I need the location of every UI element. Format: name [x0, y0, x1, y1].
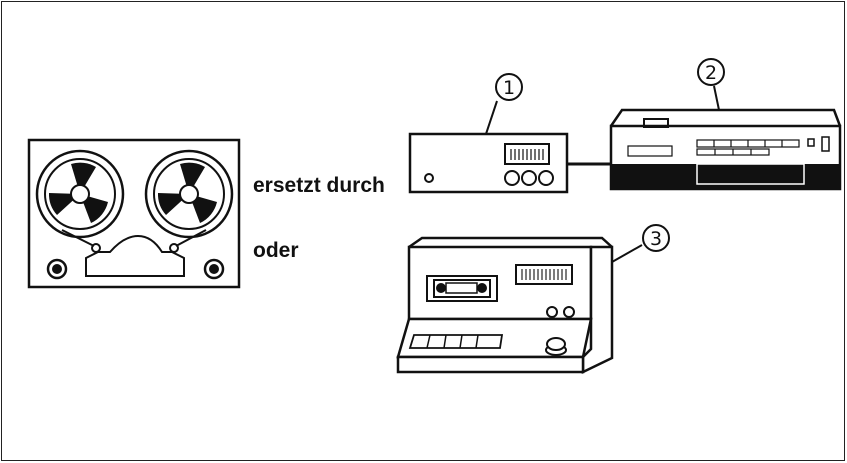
right-knob [203, 258, 225, 280]
device-3-console [396, 236, 643, 374]
callout-2-leader [713, 85, 720, 111]
callout-1-number: 1 [503, 77, 515, 99]
device-2-cassette-deck [609, 85, 842, 191]
callout-3-number: 3 [650, 228, 662, 250]
or-label: oder [253, 239, 299, 262]
reel-to-reel-tape-recorder [27, 138, 241, 289]
tape-head-cover [61, 229, 207, 277]
left-tape-reel [35, 149, 125, 239]
device-1-tuner [408, 100, 611, 194]
callout-3: 3 [642, 224, 670, 252]
left-knob [46, 258, 68, 280]
replaced-by-label: ersetzt durch [253, 174, 385, 197]
callout-1-leader [485, 100, 498, 135]
right-tape-reel [144, 149, 234, 239]
callout-2: 2 [697, 58, 725, 86]
callout-1: 1 [495, 73, 523, 101]
callout-2-number: 2 [705, 62, 717, 84]
callout-3-leader [611, 244, 643, 263]
